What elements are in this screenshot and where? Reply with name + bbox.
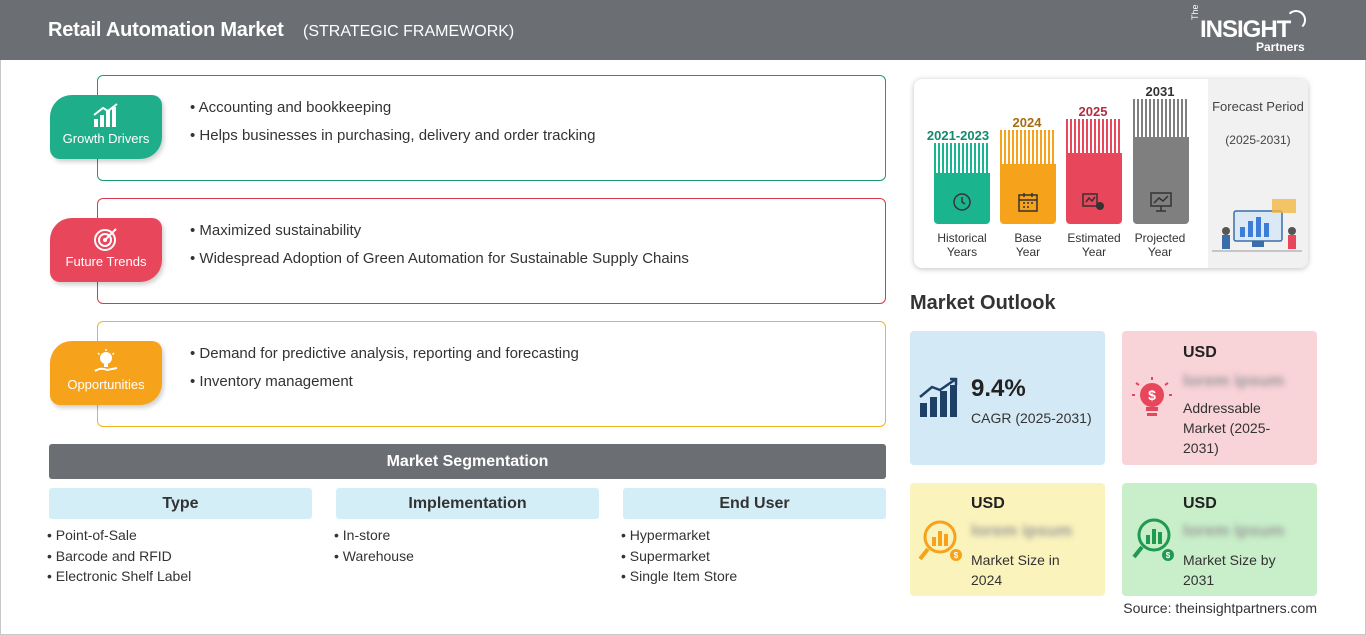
size-2024-desc: Market Size in 2024	[971, 552, 1060, 588]
calendar-icon	[1018, 193, 1038, 212]
addressable-desc: Addressable Market (2025-2031)	[1183, 400, 1271, 456]
list-item: Warehouse	[334, 546, 599, 567]
cagr-card: 9.4% CAGR (2025-2031)	[910, 331, 1105, 465]
presentation-icon	[1150, 192, 1172, 212]
market-size-2031-card: $ USD lorem ipsum Market Size by 2031	[1122, 483, 1317, 596]
segment-end-user-head: End User	[623, 488, 886, 519]
growth-chart-icon	[919, 377, 958, 417]
header-bar: Retail Automation Market (STRATEGIC FRAM…	[0, 0, 1366, 60]
source-credit: Source: theinsightpartners.com	[1123, 600, 1317, 616]
list-item: Barcode and RFID	[47, 546, 312, 567]
list-item: Electronic Shelf Label	[47, 566, 312, 587]
forecast-period-title: Forecast Period	[1212, 99, 1304, 114]
list-item: Supermarket	[621, 546, 886, 567]
size-2024-usd: USD	[971, 495, 1005, 512]
growth-drivers-tag: Growth Drivers	[50, 95, 162, 159]
bar-label-projected: Projected Year	[1122, 231, 1198, 259]
growth-chart-icon	[93, 103, 118, 127]
insight-partners-logo[interactable]: The INSIGHT Partners	[1190, 4, 1310, 54]
market-segmentation-title: Market Segmentation	[49, 444, 886, 479]
svg-text:$: $	[954, 551, 959, 560]
size-2031-usd: USD	[1183, 495, 1217, 512]
bar-historical	[934, 143, 990, 224]
growth-drivers-label: Growth Drivers	[62, 131, 150, 146]
bar-year-estimated: 2025	[1078, 104, 1108, 119]
analyst-illustration-icon	[1212, 199, 1302, 252]
bar-year-base: 2024	[1012, 115, 1042, 130]
bar-base	[1000, 130, 1056, 224]
market-size-2024-card: $ USD lorem ipsum Market Size in 2024	[910, 483, 1105, 596]
list-item: Widespread Adoption of Green Automation …	[190, 245, 688, 273]
bar-label-line: Year	[1015, 245, 1041, 259]
bar-year-historical: 2021-2023	[926, 128, 990, 143]
bar-projected	[1133, 99, 1189, 224]
segment-implementation-head: Implementation	[336, 488, 599, 519]
svg-text:$: $	[1148, 387, 1156, 403]
size-2031-value: lorem ipsum	[1183, 521, 1285, 540]
opportunities-tag: Opportunities	[50, 341, 162, 405]
size-2031-desc: Market Size by 2031	[1183, 552, 1276, 588]
list-item: Helps businesses in purchasing, delivery…	[190, 122, 595, 150]
bar-label-base: Base Year	[990, 231, 1066, 259]
opportunities-box: Demand for predictive analysis, reportin…	[97, 321, 886, 427]
segment-type: Type Point-of-Sale Barcode and RFID Elec…	[49, 488, 312, 587]
bar-label-line: Year	[1147, 245, 1173, 259]
list-item: In-store	[334, 525, 599, 546]
future-trends-label: Future Trends	[65, 254, 147, 269]
bar-year-projected: 2031	[1145, 84, 1175, 99]
growth-drivers-list: Accounting and bookkeeping Helps busines…	[190, 94, 596, 150]
bar-label-line: Years	[946, 245, 978, 259]
target-icon	[94, 228, 117, 251]
bar-label-line: Projected	[1134, 231, 1186, 245]
list-item: Point-of-Sale	[47, 525, 312, 546]
future-trends-tag: Future Trends	[50, 218, 162, 282]
bar-label-line: Estimated	[1067, 231, 1121, 245]
page-subtitle: (STRATEGIC FRAMEWORK)	[303, 23, 515, 40]
bar-label-estimated: Estimated Year	[1056, 231, 1132, 259]
bar-label-line: Historical	[937, 231, 987, 245]
forecast-period-range: (2025-2031)	[1225, 133, 1291, 147]
timeline-panel: Forecast Period (2025-2031) 2021-2023 Hi…	[914, 79, 1308, 268]
page-title: Retail Automation Market	[48, 19, 284, 41]
future-trends-box: Maximized sustainability Widespread Adop…	[97, 198, 886, 304]
cagr-label: CAGR (2025-2031)	[971, 410, 1092, 426]
list-item: Accounting and bookkeeping	[190, 94, 595, 122]
addressable-market-card: $ USD lorem ipsum Addressable Market (20…	[1122, 331, 1317, 465]
logo-arc-icon	[1286, 10, 1306, 30]
addressable-usd: USD	[1183, 344, 1217, 361]
list-item: Inventory management	[190, 368, 579, 396]
growth-drivers-box: Accounting and bookkeeping Helps busines…	[97, 75, 886, 181]
list-item: Demand for predictive analysis, reportin…	[190, 340, 578, 368]
lightbulb-hand-icon	[94, 349, 118, 372]
dollar-bulb-icon: $	[1132, 377, 1172, 416]
bar-label-historical: Historical Years	[924, 231, 1000, 259]
market-outlook-title: Market Outlook	[910, 292, 1056, 314]
bar-label-line: Year	[1081, 245, 1107, 259]
svg-text:$: $	[1166, 551, 1171, 560]
history-clock-icon	[953, 193, 971, 211]
opportunities-list: Demand for predictive analysis, reportin…	[190, 340, 579, 396]
addressable-value: lorem ipsum	[1183, 371, 1285, 390]
size-2024-value: lorem ipsum	[971, 521, 1073, 540]
logo-insight-text: INSIGHT	[1200, 16, 1291, 43]
bar-estimated	[1066, 119, 1122, 224]
segment-type-head: Type	[49, 488, 312, 519]
logo-partners-text: Partners	[1256, 40, 1305, 54]
magnifier-chart-icon: $	[1132, 518, 1174, 561]
future-trends-list: Maximized sustainability Widespread Adop…	[190, 217, 689, 273]
list-item: Single Item Store	[621, 566, 886, 587]
list-item: Hypermarket	[621, 525, 886, 546]
cagr-value: 9.4%	[971, 375, 1026, 402]
estimate-gear-icon	[1082, 193, 1104, 210]
segment-implementation: Implementation In-store Warehouse	[336, 488, 599, 566]
magnifier-chart-icon: $	[918, 520, 962, 561]
list-item: Maximized sustainability	[190, 217, 689, 245]
segment-end-user: End User Hypermarket Supermarket Single …	[623, 488, 886, 587]
logo-the-text: The	[1190, 4, 1200, 20]
opportunities-label: Opportunities	[67, 377, 145, 392]
bar-label-line: Base	[1014, 231, 1042, 245]
